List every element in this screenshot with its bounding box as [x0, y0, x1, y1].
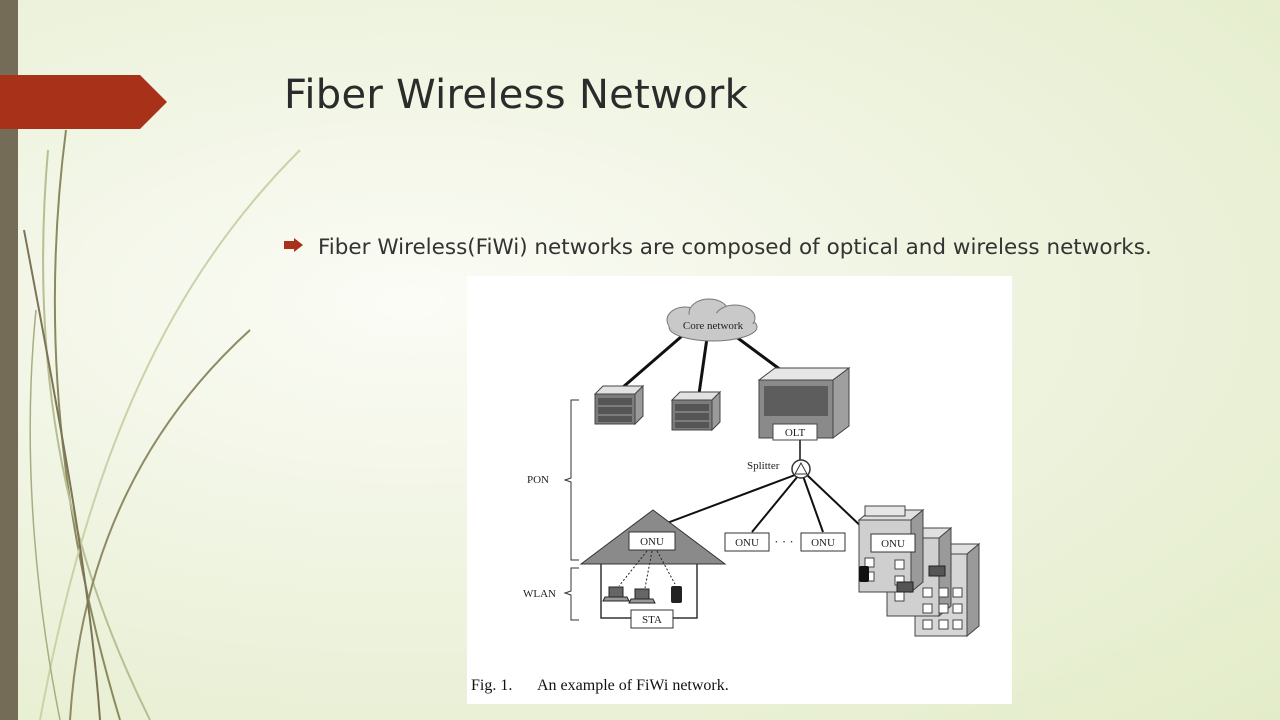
pon-label: PON	[527, 474, 549, 486]
ellipsis-label: · · ·	[774, 534, 794, 549]
core-network-label: Core network	[683, 320, 744, 332]
wlan-label: WLAN	[523, 588, 556, 600]
bullet-text: Fiber Wireless(FiWi) networks are compos…	[318, 235, 1152, 260]
phone-icon	[671, 586, 682, 603]
bullet-item: Fiber Wireless(FiWi) networks are compos…	[284, 232, 1214, 264]
page-title: Fiber Wireless Network	[284, 72, 749, 118]
left-accent-bar	[0, 0, 18, 720]
onu-mid-right-label: ONU	[811, 537, 835, 549]
server-icon	[593, 384, 645, 426]
core-network-cloud: Core network	[666, 298, 758, 342]
fiwi-network-figure: Core network OLT	[467, 276, 1012, 704]
title-accent-arrow	[0, 75, 167, 129]
splitter-icon: Splitter	[747, 459, 811, 479]
server-icon	[670, 390, 722, 432]
figure-caption-text: An example of FiWi network.	[537, 677, 729, 694]
arrow-bullet-icon	[284, 238, 303, 252]
olt-label: OLT	[785, 427, 806, 439]
laptop-icon	[602, 586, 630, 602]
onu-mid-left-label: ONU	[735, 537, 759, 549]
decorative-grass-lines	[23, 129, 301, 720]
onu-building-label: ONU	[881, 538, 905, 550]
sta-label: STA	[642, 614, 662, 626]
olt-server-icon: OLT	[757, 367, 851, 441]
laptop-icon	[628, 588, 656, 604]
onu-house-label: ONU	[640, 536, 664, 548]
apartment-buildings-icon: ONU	[857, 505, 981, 638]
figure-caption-number: Fig. 1.	[471, 677, 512, 694]
house-icon: ONU STA	[579, 509, 727, 629]
splitter-label: Splitter	[747, 460, 780, 472]
